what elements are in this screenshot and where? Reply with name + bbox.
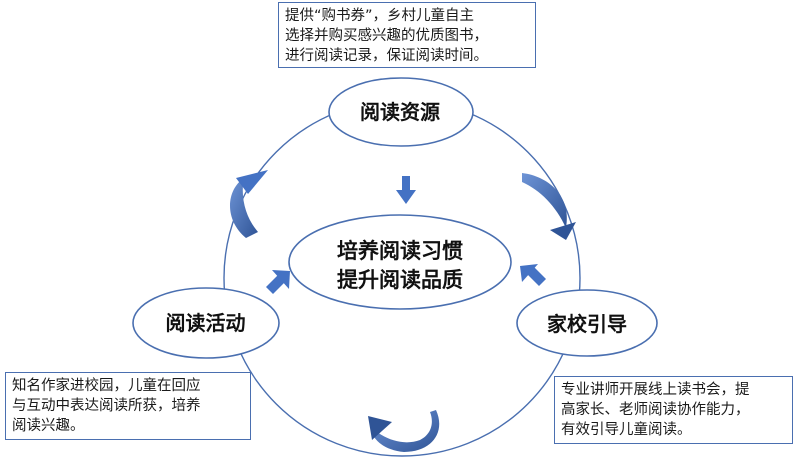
node-left-ellipse [132,287,280,359]
note-line: 提供“购书券”，乡村儿童自主 [285,8,475,24]
curved-arrow-bottom [368,410,440,452]
curved-arrow-top-right [522,173,576,240]
note-line: 阅读兴趣。 [12,418,85,434]
note-line: 专业讲师开展线上读书会，提 [561,382,750,398]
arrow-top-to-center [396,176,416,204]
note-line: 进行阅读记录，保证阅读时间。 [285,48,488,64]
node-label-home-school-guidance: 家校引导 [547,312,627,336]
note-line: 高家长、老师阅读协作能力， [561,402,750,418]
note-reading-activities: 知名作家进校园，儿童在回应 与互动中表达阅读所获，培养 阅读兴趣。 [5,372,251,440]
note-home-school-guidance: 专业讲师开展线上读书会，提 高家长、老师阅读协作能力， 有效引导儿童阅读。 [554,376,793,444]
center-label: 培养阅读习惯 提升阅读品质 [292,237,508,295]
note-reading-resources: 提供“购书券”，乡村儿童自主 选择并购买感兴趣的优质图书， 进行阅读记录，保证阅… [278,2,536,68]
center-label-line-2: 提升阅读品质 [337,268,463,292]
note-line: 与互动中表达阅读所获，培养 [12,398,201,414]
center-label-line-1: 培养阅读习惯 [337,239,463,263]
node-label-reading-resources: 阅读资源 [360,100,440,124]
arrow-left-to-center [266,270,290,294]
note-line: 选择并购买感兴趣的优质图书， [285,28,488,44]
node-right-ellipse [516,289,658,357]
arrow-right-to-center [520,264,546,286]
note-line: 知名作家进校园，儿童在回应 [12,378,201,394]
center-ellipse [288,214,512,310]
curved-arrow-left [230,170,268,238]
node-top-ellipse [328,77,474,147]
node-label-reading-activities: 阅读活动 [165,311,246,335]
note-line: 有效引导儿童阅读。 [561,422,692,438]
